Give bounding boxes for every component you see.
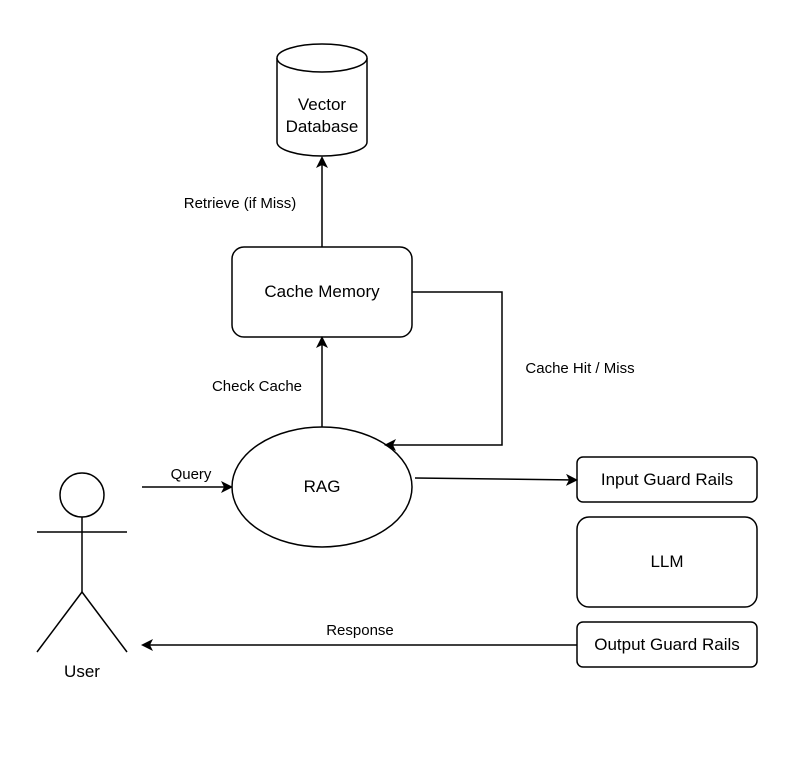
rag-node[interactable]: RAG xyxy=(231,426,413,548)
user-icon xyxy=(36,472,128,653)
edge-rag-to-input-guard xyxy=(414,473,578,486)
cache-memory-node[interactable]: Cache Memory xyxy=(231,246,413,338)
cache-hit-miss-label: Cache Hit / Miss xyxy=(525,360,634,377)
vector-database-node[interactable]: Vector Database xyxy=(276,43,368,157)
retrieve-label: Retrieve (if Miss) xyxy=(184,195,297,212)
check-cache-label: Check Cache xyxy=(212,378,302,395)
output-guard-rails-node[interactable]: Output Guard Rails xyxy=(576,621,758,668)
vector-database-label-line1: Vector xyxy=(298,95,347,114)
output-guard-rails-label: Output Guard Rails xyxy=(594,635,740,654)
llm-label: LLM xyxy=(650,552,683,571)
llm-node[interactable]: LLM xyxy=(576,516,758,608)
rag-label: RAG xyxy=(304,477,341,496)
response-label: Response xyxy=(326,622,394,639)
input-guard-rails-node[interactable]: Input Guard Rails xyxy=(576,456,758,503)
user-label: User xyxy=(64,662,100,681)
cache-memory-label: Cache Memory xyxy=(264,282,380,301)
user-actor[interactable]: User xyxy=(36,472,128,681)
edge-cache-hit-miss xyxy=(384,291,503,451)
input-guard-rails-label: Input Guard Rails xyxy=(601,470,733,489)
query-label: Query xyxy=(171,466,212,483)
vector-database-label-line2: Database xyxy=(286,117,359,136)
